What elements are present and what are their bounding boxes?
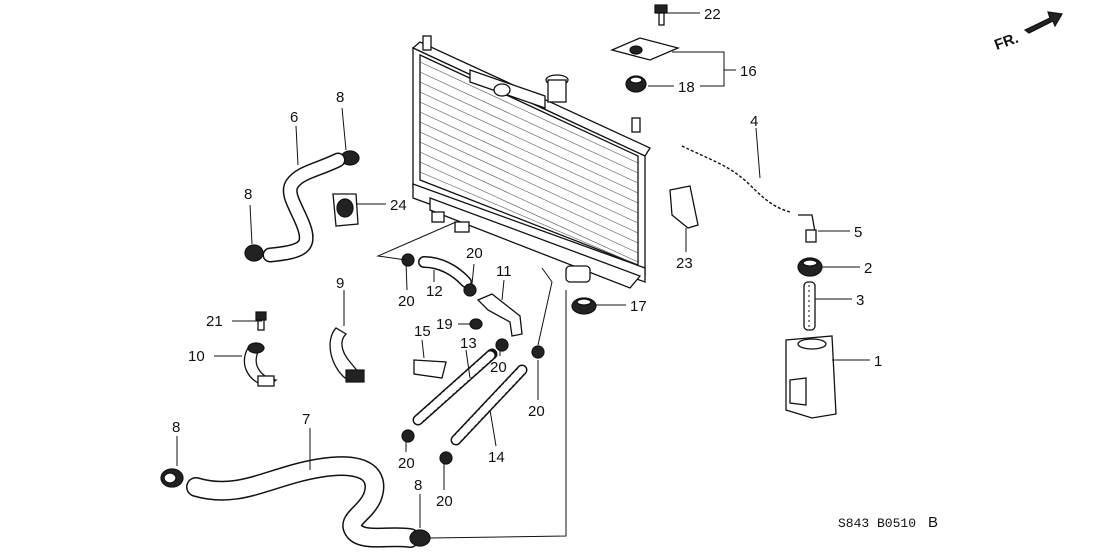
direction-label: FR.: [992, 30, 1021, 54]
radiator: [411, 35, 651, 289]
callout-5: 5: [854, 224, 862, 241]
callout-21: 21: [206, 313, 223, 330]
leader-lines: [176, 12, 870, 539]
callout-9: 9: [336, 275, 344, 292]
callout-19: 19: [436, 316, 453, 333]
diagram-code: S843 B0510: [838, 516, 916, 531]
callout-6: 6: [290, 109, 298, 126]
callout-3: 3: [856, 292, 864, 309]
reserve-tank: [785, 335, 837, 419]
callout-11: 11: [496, 263, 512, 280]
callout-20-d: 20: [528, 403, 545, 420]
callout-1: 1: [874, 353, 882, 370]
bracket-16: [610, 37, 680, 61]
callout-20-e: 20: [398, 455, 415, 472]
callout-12: 12: [426, 283, 443, 300]
callout-14: 14: [488, 449, 505, 466]
callout-20-f: 20: [436, 493, 453, 510]
callout-20-c: 20: [490, 359, 507, 376]
callout-17: 17: [630, 298, 647, 315]
callout-8-top: 8: [336, 89, 344, 106]
cushion-18: [625, 75, 647, 93]
callout-2: 2: [864, 260, 872, 277]
callout-8-bottom: 8: [414, 477, 422, 494]
callout-24: 24: [390, 197, 407, 214]
callout-10: 10: [188, 348, 205, 365]
front-direction-indicator: FR.: [992, 11, 1063, 54]
bolt-22: [654, 4, 668, 26]
callout-20-a: 20: [398, 293, 415, 310]
callout-22: 22: [704, 6, 721, 23]
callout-8-lower: 8: [172, 419, 180, 436]
callout-4: 4: [750, 113, 758, 130]
callout-18: 18: [678, 79, 695, 96]
diagram-code-suffix: B: [928, 514, 938, 531]
callout-7: 7: [302, 411, 310, 428]
callout-16: 16: [740, 63, 757, 80]
callout-15: 15: [414, 323, 431, 340]
callout-8-left: 8: [244, 186, 252, 203]
callout-20-b: 20: [466, 245, 483, 262]
callout-labels: 22 16 18 4 5 2 3 1 17 23 8 6 8 24 20 12 …: [172, 6, 882, 510]
callout-13: 13: [460, 335, 477, 352]
callout-23: 23: [676, 255, 693, 272]
